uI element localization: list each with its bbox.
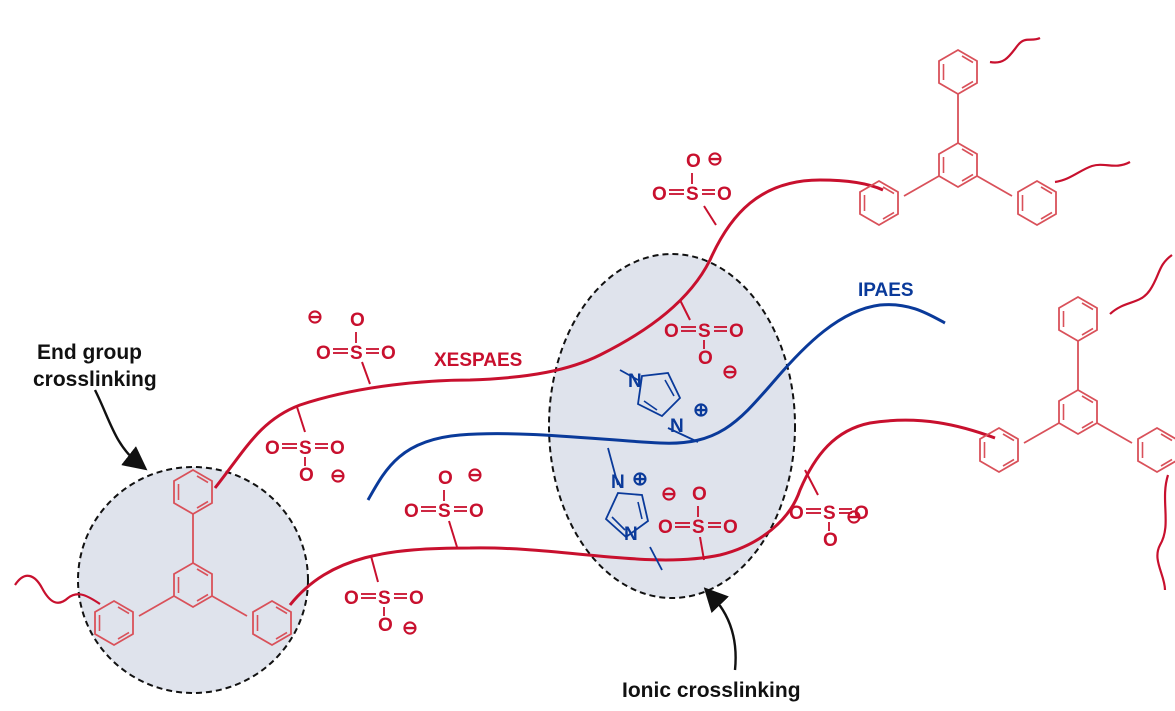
oxygen-atom: O (299, 465, 314, 486)
tail-right-a (1109, 254, 1173, 315)
oxygen-atom: O (789, 503, 804, 524)
oxygen-atom: O (652, 184, 667, 205)
oxygen-atom: O (330, 438, 345, 459)
negative-charge: ⊖ (722, 362, 738, 383)
core-right (979, 296, 1175, 473)
xespaes-label: XESPAES (434, 350, 522, 371)
arrow-ionic (703, 587, 737, 671)
nitrogen-atom: N (611, 472, 625, 493)
oxygen-atom: O (664, 321, 679, 342)
oxygen-atom: O (717, 184, 732, 205)
core-top-right (859, 49, 1057, 226)
oxygen-atom: O (378, 615, 393, 636)
sulfur-atom: S (350, 343, 363, 364)
negative-charge: ⊖ (707, 149, 723, 170)
oxygen-atom: O (658, 517, 673, 538)
oxygen-atom: O (723, 517, 738, 538)
end-group-label-line1: End group (37, 341, 142, 364)
tail-top-right-b (1054, 161, 1131, 184)
nitrogen-atom: N (670, 416, 684, 437)
sulfonate-bonds (296, 205, 819, 583)
oxygen-atom: O (265, 438, 280, 459)
oxygen-atom: O (469, 501, 484, 522)
oxygen-atom: O (404, 501, 419, 522)
sulfur-atom: S (686, 184, 699, 205)
imidazolium-lower (604, 447, 663, 571)
positive-charge: ⊕ (693, 400, 709, 421)
oxygen-atom: O (854, 503, 869, 524)
end-group-label-line2: crosslinking (33, 368, 157, 391)
sulfur-atom: S (823, 503, 836, 524)
core-left (94, 469, 292, 646)
negative-charge: ⊖ (307, 307, 323, 328)
sulfur-atom: S (698, 321, 711, 342)
ipaes-chain (366, 303, 946, 501)
ionic-crosslinking-label: Ionic crosslinking (622, 679, 801, 702)
nitrogen-atom: N (628, 371, 642, 392)
negative-charge: ⊖ (846, 507, 862, 528)
xespaes-lower-chain (288, 418, 996, 606)
ipaes-label: IPAES (858, 280, 914, 301)
oxygen-atom: O (692, 484, 707, 505)
imidazolium-upper (619, 369, 699, 443)
negative-charge: ⊖ (661, 484, 677, 505)
oxygen-atom: O (381, 343, 396, 364)
negative-charge: ⊖ (467, 465, 483, 486)
end-group-bubble (77, 466, 309, 694)
sulfur-atom: S (692, 517, 705, 538)
oxygen-atom: O (350, 310, 365, 331)
oxygen-atom: O (344, 588, 359, 609)
nitrogen-atom: N (624, 524, 638, 545)
sulfur-atom: S (299, 438, 312, 459)
oxygen-atom: O (409, 588, 424, 609)
oxygen-atom: O (823, 530, 838, 551)
sulfur-atom: S (378, 588, 391, 609)
positive-charge: ⊕ (632, 469, 648, 490)
tail-right-b (1156, 474, 1170, 591)
oxygen-atom: O (316, 343, 331, 364)
tail-top-right-a (989, 36, 1041, 64)
oxygen-atom: O (438, 468, 453, 489)
oxygen-atom: O (729, 321, 744, 342)
ionic-bubble (548, 253, 796, 599)
negative-charge: ⊖ (330, 466, 346, 487)
arrow-end-group (93, 389, 148, 471)
xespaes-upper-chain (213, 178, 884, 489)
oxygen-atom: O (686, 151, 701, 172)
sulfur-atom: S (438, 501, 451, 522)
tail-left (14, 574, 101, 605)
negative-charge: ⊖ (402, 618, 418, 639)
oxygen-atom: O (698, 348, 713, 369)
